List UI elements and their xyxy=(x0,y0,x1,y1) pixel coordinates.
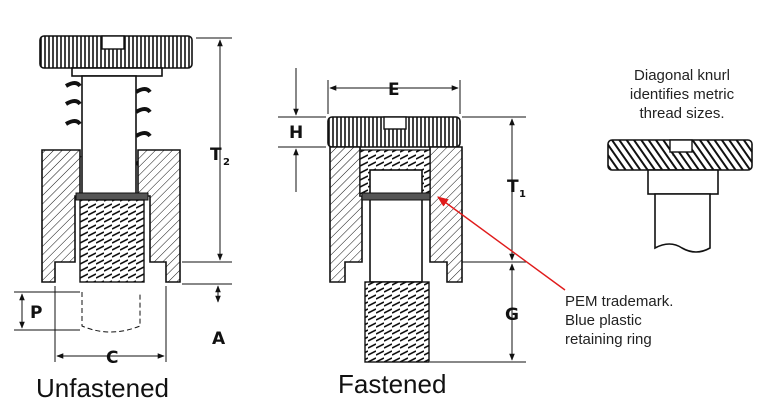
caption-unfastened: Unfastened xyxy=(36,373,169,403)
knurl-detail xyxy=(607,139,753,253)
unfastened-assembly xyxy=(14,35,232,362)
retaining-ring xyxy=(75,192,149,201)
dim-p-label: P xyxy=(30,303,42,323)
dim-t2-label: T xyxy=(210,145,222,165)
pem-note-line-3: retaining ring xyxy=(565,331,652,348)
knurl-note-line-2: identifies metric xyxy=(630,86,735,103)
dim-g-label: G xyxy=(505,305,519,325)
fastened-assembly xyxy=(278,68,566,363)
pem-note-line-1: PEM trademark. xyxy=(565,293,673,310)
retaining-ring xyxy=(361,192,431,201)
ferrule-body xyxy=(329,146,363,283)
knurl-note-line-1: Diagonal knurl xyxy=(634,67,730,84)
dim-t2-subscript: 2 xyxy=(223,157,230,168)
screw-thread xyxy=(79,199,145,283)
dim-c-label: C xyxy=(106,348,118,368)
dim-a-label: A xyxy=(212,329,226,349)
screw-shaft xyxy=(81,75,137,197)
pem-note-line-2: Blue plastic xyxy=(565,312,642,329)
pem-leader-arrow xyxy=(437,196,566,291)
dim-t1-subscript: 1 xyxy=(519,189,526,200)
knurl-note-line-3: thread sizes. xyxy=(639,105,724,122)
screw-shaft xyxy=(369,169,423,283)
dim-h-label: H xyxy=(289,123,303,143)
caption-fastened: Fastened xyxy=(338,369,446,399)
dim-t1-label: T xyxy=(507,177,519,197)
dim-e-label: E xyxy=(388,80,400,100)
ferrule-body xyxy=(41,149,81,283)
screw-thread xyxy=(364,281,430,363)
